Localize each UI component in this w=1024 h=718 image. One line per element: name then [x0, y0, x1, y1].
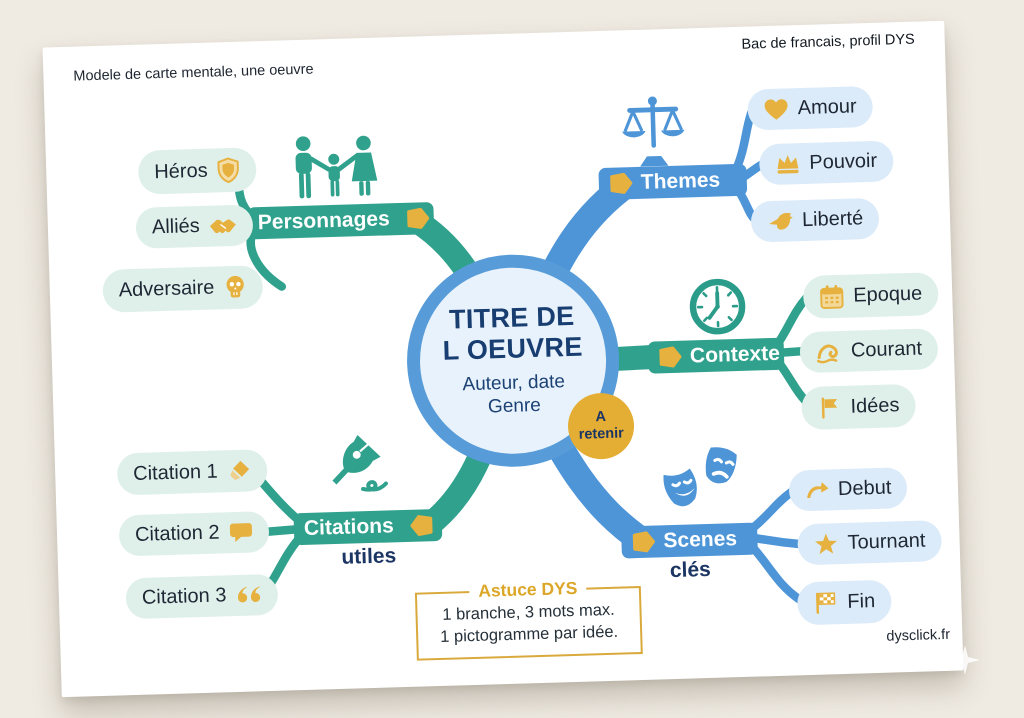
branch-personnages: Personnages [247, 201, 435, 240]
branch-contexte-label: Contexte [689, 341, 781, 368]
branch-themes-label: Themes [640, 168, 721, 194]
speech-bubble-icon [228, 521, 253, 544]
node-citation1: Citation 1 [116, 449, 268, 496]
node-idees: Idées [800, 383, 917, 431]
node-heros: Héros [137, 147, 258, 195]
node-citation1-label: Citation 1 [132, 460, 219, 485]
node-courant-label: Courant [850, 337, 923, 362]
branch-citations-sublabel: utiles [341, 544, 397, 569]
node-amour: Amour [747, 85, 874, 131]
node-adversaire: Adversaire [102, 265, 263, 313]
crown-icon [775, 153, 801, 175]
work-subtitle-line1: Auteur, date [462, 371, 566, 396]
shield-icon [216, 157, 241, 184]
node-citation2-label: Citation 2 [134, 521, 220, 546]
node-allies: Alliés [135, 204, 254, 249]
curved-arrow-icon [805, 480, 830, 501]
badge-line1: A [595, 409, 607, 426]
branch-citations: Citations [293, 508, 443, 546]
node-fin: Fin [796, 579, 892, 626]
node-debut-label: Debut [837, 476, 892, 501]
star-icon [813, 532, 839, 556]
heart-icon [763, 97, 789, 121]
tag-icon [609, 172, 634, 195]
node-adversaire-label: Adversaire [118, 276, 215, 302]
astuce-dys-box: Astuce DYS 1 branche, 3 mots max. 1 pict… [414, 577, 643, 661]
flag-icon [817, 395, 842, 421]
tag-icon [405, 207, 430, 230]
mindmap-card: Modele de carte mentale, une oeuvre Bac … [42, 20, 964, 698]
node-citation3: Citation 3 [125, 573, 278, 620]
branch-scenes-sublabel: clés [669, 557, 712, 583]
family-icon [288, 131, 385, 215]
pen-icon [316, 431, 390, 504]
work-title-line1: TITRE DE [448, 301, 575, 336]
branch-personnages-label: Personnages [257, 207, 391, 235]
astuce-line2: 1 pictogramme par idée. [439, 622, 619, 646]
node-tournant: Tournant [797, 520, 943, 566]
checkered-flag-icon [813, 590, 839, 616]
skull-icon [223, 275, 247, 301]
link-tournant [749, 533, 806, 549]
node-debut: Debut [788, 467, 908, 512]
site-credit: dysclick.fr [886, 626, 951, 645]
branch-themes: Themes [598, 163, 748, 201]
handshake-icon [208, 215, 237, 236]
branch-citations-label: Citations [303, 514, 395, 540]
work-subtitle: Auteur, date Genre [462, 371, 566, 420]
node-epoque: Epoque [802, 272, 939, 320]
branch-scenes-label: Scenes [663, 527, 738, 553]
node-pouvoir-label: Pouvoir [808, 149, 878, 174]
node-citation3-label: Citation 3 [141, 584, 227, 609]
calendar-icon [819, 284, 845, 310]
tag-icon [409, 514, 434, 537]
node-liberte-label: Liberté [801, 207, 864, 232]
node-citation2: Citation 2 [118, 511, 270, 557]
node-idees-label: Idées [850, 394, 900, 418]
astuce-title: Astuce DYS [468, 577, 587, 603]
node-heros-label: Héros [153, 159, 208, 183]
node-tournant-label: Tournant [847, 529, 926, 554]
wave-icon [816, 340, 843, 363]
quote-icon [235, 585, 262, 606]
tag-icon [631, 531, 656, 554]
tag-icon [658, 346, 683, 369]
node-liberte: Liberté [750, 197, 880, 243]
node-amour-label: Amour [797, 95, 857, 120]
branch-contexte: Contexte [647, 337, 785, 374]
work-subtitle-line2: Genre [487, 394, 542, 418]
masks-icon [661, 445, 755, 527]
work-title-line2: L OEUVRE [442, 331, 584, 366]
clock-icon [686, 275, 750, 344]
node-courant: Courant [799, 328, 939, 374]
dove-icon [767, 210, 794, 233]
badge-line2: retenir [578, 425, 625, 443]
node-epoque-label: Epoque [852, 282, 923, 307]
scales-icon [618, 90, 688, 177]
work-title: TITRE DE L OEUVRE [441, 301, 583, 366]
highlighter-icon [226, 459, 251, 484]
branch-scenes: Scenes [621, 522, 758, 559]
node-allies-label: Alliés [151, 214, 201, 239]
node-pouvoir: Pouvoir [758, 140, 894, 186]
node-fin-label: Fin [847, 590, 876, 613]
